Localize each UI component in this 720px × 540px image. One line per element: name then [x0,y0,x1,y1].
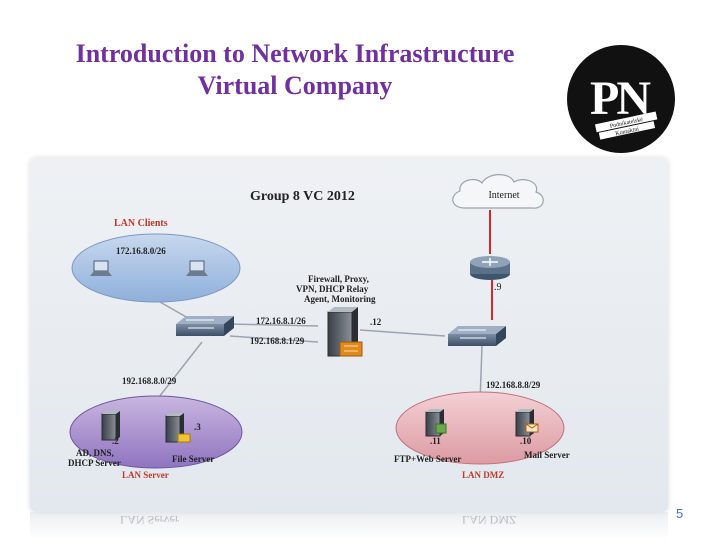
file-server-label: File Server [172,454,214,464]
router-ip: .9 [494,282,502,293]
network-diagram: Group 8 VC 2012 Internet .9 LAN Clients … [68,174,570,480]
file-server-ip: .3 [194,422,201,432]
diagram-reflection: LAN Server LAN DMZ [30,512,668,540]
firewall-desc-3: Agent, Monitoring [304,294,376,304]
ad-server-ip: .2 [112,436,119,446]
fw-lanserver-link [229,335,319,343]
mail-server-label: Mail Server [524,450,570,460]
ftp-server-label: FTP+Web Server [394,454,461,464]
fw-ip-lan-clients: 172.16.8.1/26 [256,316,306,326]
lan-clients-subnet: 172.16.8.0/26 [116,246,166,256]
file-server-icon [165,413,191,443]
mail-server-ip: .10 [520,436,532,446]
pn-logo: PN Podnikatelské Kontaktní [567,45,675,153]
fw-lanclients-link [229,323,319,327]
switch-lanserver-link [151,341,203,407]
ad-server-label-1: AD, DNS, [76,448,114,458]
router-icon [470,256,510,280]
internet-cloud: Internet [452,174,544,209]
firewall-desc-2: VPN, DHCP Relay [296,284,369,294]
slide-title-line-1: Introduction to Network Infrastructure [75,39,515,68]
lan-dmz-label: LAN DMZ [462,470,504,480]
lan-server-subnet: 192.168.8.0/29 [122,376,177,386]
slide-title-line-2: Virtual Company [197,71,393,100]
ad-server-label-2: DHCP Server [68,458,121,468]
ftp-server-ip: .11 [430,436,441,446]
page-number: 5 [676,506,684,521]
client-pc-1 [90,260,112,276]
dmz-subnet: 192.168.8.8/29 [486,380,541,390]
fw-ip-lan-server: 192.168.8.1/29 [250,336,305,346]
lan-switch-icon [176,316,234,336]
ad-dns-dhcp-server-icon [101,411,120,441]
lan-clients-label: LAN Clients [114,218,168,229]
mail-server-icon [515,409,539,437]
dmz-switch-icon [448,326,506,346]
lan-clients-zone [71,233,241,303]
lan-server-label: LAN Server [122,470,169,480]
fw-ip-dmz: .12 [370,317,382,327]
fw-dmz-link [359,329,446,337]
reflection-right: LAN DMZ [462,513,517,527]
logo-tagline-2: Kontaktní [615,126,640,137]
reflection-left: LAN Server [120,513,179,527]
slide-title: Introduction to Network Infrastructure V… [40,38,550,102]
firewall-desc-1: Firewall, Proxy, [308,274,369,284]
client-pc-2 [186,260,208,276]
diagram-heading: Group 8 VC 2012 [250,189,355,204]
ftp-web-server-icon [425,409,447,437]
firewall-server-icon [327,307,363,357]
internet-label: Internet [488,190,519,201]
